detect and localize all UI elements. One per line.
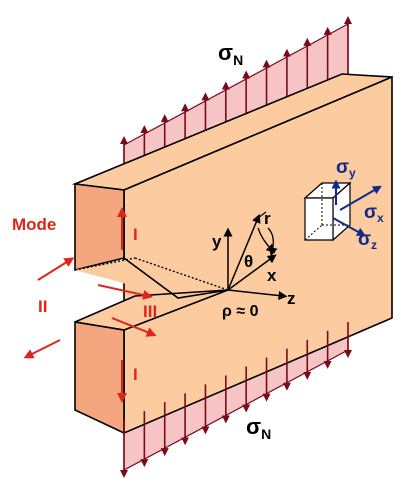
axis-r-label: r	[264, 209, 271, 228]
bottom-stress-arrows	[120, 322, 352, 478]
mode-i-top-label: I	[133, 225, 138, 244]
crack-tip-axes	[223, 211, 288, 300]
rho-label: ρ ≈ 0	[222, 303, 259, 320]
axis-y-label: y	[212, 232, 222, 251]
specimen-block	[71, 73, 393, 435]
sigma-x-label: σx	[364, 202, 384, 225]
mode-ii-label: II	[38, 297, 47, 316]
mode-i-bottom-label: I	[133, 365, 138, 384]
stress-element-cube	[303, 179, 382, 242]
mode-label: Mode	[12, 215, 56, 234]
sigma-n-bottom-label: σN	[246, 414, 271, 442]
axis-z-label: z	[287, 289, 296, 308]
mode-iii-label: III	[143, 302, 157, 321]
mode-arrows	[23, 207, 157, 403]
sigma-n-top-label: σN	[218, 40, 243, 68]
axis-x-label: x	[267, 266, 277, 285]
sigma-z-label: σz	[358, 229, 377, 252]
sigma-y-label: σy	[336, 157, 356, 180]
theta-label: θ	[244, 252, 253, 271]
